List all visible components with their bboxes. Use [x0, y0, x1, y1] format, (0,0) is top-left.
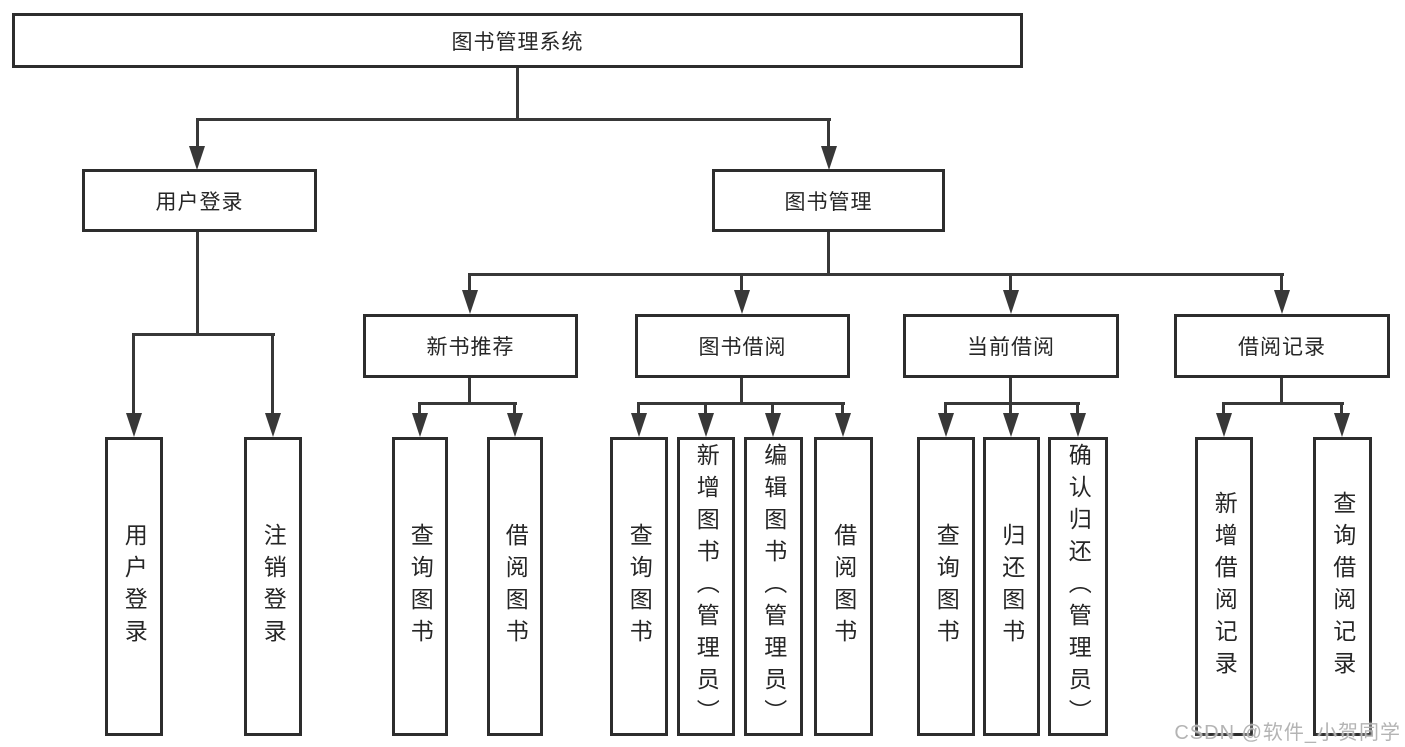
arrow-down-icon — [265, 413, 281, 437]
connector-line — [704, 402, 707, 416]
node-user-login-label: 用户登录 — [155, 190, 244, 214]
node-leaf-logout-label: 注销登录 — [260, 522, 287, 651]
node-user-login: 用户登录 — [82, 169, 317, 232]
arrow-down-icon — [1334, 413, 1350, 437]
node-leaf-bb-query-books: 查询图书 — [610, 437, 668, 736]
connector-line — [1222, 402, 1344, 405]
node-leaf-nb-query-books-label: 查询图书 — [407, 522, 434, 651]
connector-line — [132, 333, 135, 417]
connector-line — [1280, 376, 1283, 405]
connector-line — [944, 402, 1080, 405]
arrow-down-icon — [765, 413, 781, 437]
node-borrowing-records: 借阅记录 — [1174, 314, 1390, 378]
connector-line — [468, 273, 471, 293]
connector-line — [771, 402, 774, 416]
node-leaf-cb-query-books: 查询图书 — [917, 437, 975, 736]
connector-line — [1340, 402, 1343, 416]
connector-line — [132, 333, 275, 336]
connector-line — [841, 402, 844, 416]
node-leaf-cb-confirm-return: 确认归还（管理员） — [1048, 437, 1108, 736]
node-leaf-br-add-record-label: 新增借阅记录 — [1211, 490, 1238, 683]
node-root: 图书管理系统 — [12, 13, 1023, 68]
arrow-down-icon — [507, 413, 523, 437]
connector-line — [637, 402, 845, 405]
connector-line — [944, 402, 947, 416]
node-leaf-bb-query-books-label: 查询图书 — [626, 522, 653, 651]
arrow-down-icon — [734, 290, 750, 314]
node-leaf-cb-return-books-label: 归还图书 — [998, 522, 1025, 651]
node-leaf-user-login-label: 用户登录 — [121, 522, 148, 651]
node-leaf-br-add-record: 新增借阅记录 — [1195, 437, 1253, 736]
node-leaf-bb-borrow-books: 借阅图书 — [814, 437, 873, 736]
connector-line — [196, 118, 199, 149]
node-leaf-br-query-record-label: 查询借阅记录 — [1329, 490, 1356, 683]
node-borrowing-records-label: 借阅记录 — [1238, 336, 1326, 359]
connector-line — [740, 376, 743, 405]
connector-line — [1009, 402, 1012, 416]
node-leaf-bb-add-books-label: 新增图书（管理员） — [693, 442, 720, 731]
node-leaf-nb-query-books: 查询图书 — [392, 437, 448, 736]
node-leaf-bb-edit-books-label: 编辑图书（管理员） — [760, 442, 787, 731]
connector-line — [827, 118, 830, 149]
node-leaf-user-login: 用户登录 — [105, 437, 163, 736]
connector-line — [1009, 273, 1012, 293]
connector-line — [196, 118, 831, 121]
arrow-down-icon — [126, 413, 142, 437]
connector-line — [1280, 273, 1283, 293]
connector-line — [418, 402, 517, 405]
arrow-down-icon — [821, 146, 837, 170]
node-leaf-bb-edit-books: 编辑图书（管理员） — [744, 437, 803, 736]
arrow-down-icon — [1003, 413, 1019, 437]
node-book-management: 图书管理 — [712, 169, 945, 232]
arrow-down-icon — [1003, 290, 1019, 314]
node-leaf-nb-borrow-books-label: 借阅图书 — [502, 522, 529, 651]
node-book-management-label: 图书管理 — [784, 190, 873, 214]
connector-line — [637, 402, 640, 416]
node-leaf-cb-return-books: 归还图书 — [983, 437, 1040, 736]
arrow-down-icon — [412, 413, 428, 437]
arrow-down-icon — [189, 146, 205, 170]
arrow-down-icon — [938, 413, 954, 437]
connector-line — [1222, 402, 1225, 416]
node-current-borrowing: 当前借阅 — [903, 314, 1119, 378]
node-current-borrowing-label: 当前借阅 — [967, 336, 1055, 359]
node-new-book-recommend: 新书推荐 — [363, 314, 578, 378]
connector-line — [196, 231, 199, 335]
connector-line — [516, 68, 519, 121]
node-new-book-recommend-label: 新书推荐 — [426, 336, 515, 359]
node-leaf-nb-borrow-books: 借阅图书 — [487, 437, 543, 736]
arrow-down-icon — [462, 290, 478, 314]
csdn-watermark: CSDN @软件_小贺同学 — [1174, 722, 1401, 744]
node-book-borrowing: 图书借阅 — [635, 314, 850, 378]
connector-line — [271, 333, 274, 417]
node-leaf-br-query-record: 查询借阅记录 — [1313, 437, 1372, 736]
arrow-down-icon — [698, 413, 714, 437]
arrow-down-icon — [835, 413, 851, 437]
connector-line — [827, 231, 830, 276]
node-leaf-bb-add-books: 新增图书（管理员） — [677, 437, 735, 736]
connector-line — [418, 402, 421, 416]
connector-line — [1009, 376, 1012, 405]
arrow-down-icon — [1274, 290, 1290, 314]
connector-line — [468, 376, 471, 405]
arrow-down-icon — [1216, 413, 1232, 437]
node-book-borrowing-label: 图书借阅 — [698, 336, 787, 359]
node-leaf-cb-confirm-return-label: 确认归还（管理员） — [1065, 442, 1092, 731]
connector-line — [740, 273, 743, 293]
arrow-down-icon — [1070, 413, 1086, 437]
node-leaf-bb-borrow-books-label: 借阅图书 — [830, 522, 857, 651]
connector-line — [1076, 402, 1079, 416]
node-leaf-logout: 注销登录 — [244, 437, 302, 736]
connector-line — [468, 273, 1284, 276]
node-leaf-cb-query-books-label: 查询图书 — [933, 522, 960, 651]
arrow-down-icon — [631, 413, 647, 437]
node-root-label: 图书管理系统 — [451, 30, 584, 54]
connector-line — [513, 402, 516, 416]
